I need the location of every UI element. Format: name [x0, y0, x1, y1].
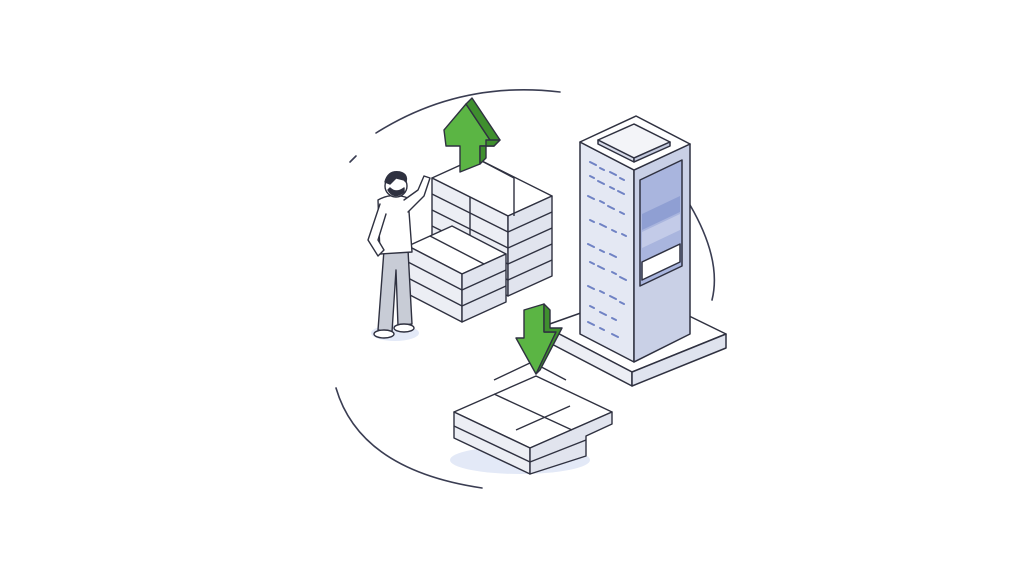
server-tower-icon — [543, 115, 727, 387]
server-lights — [587, 161, 627, 338]
upload-arrow-icon — [443, 97, 501, 173]
orbit-ring — [335, 89, 716, 489]
box-stack-upper — [407, 157, 553, 323]
download-arrow-icon — [515, 303, 563, 375]
person-waving-icon — [367, 171, 431, 339]
box-stack-lower — [453, 361, 613, 475]
